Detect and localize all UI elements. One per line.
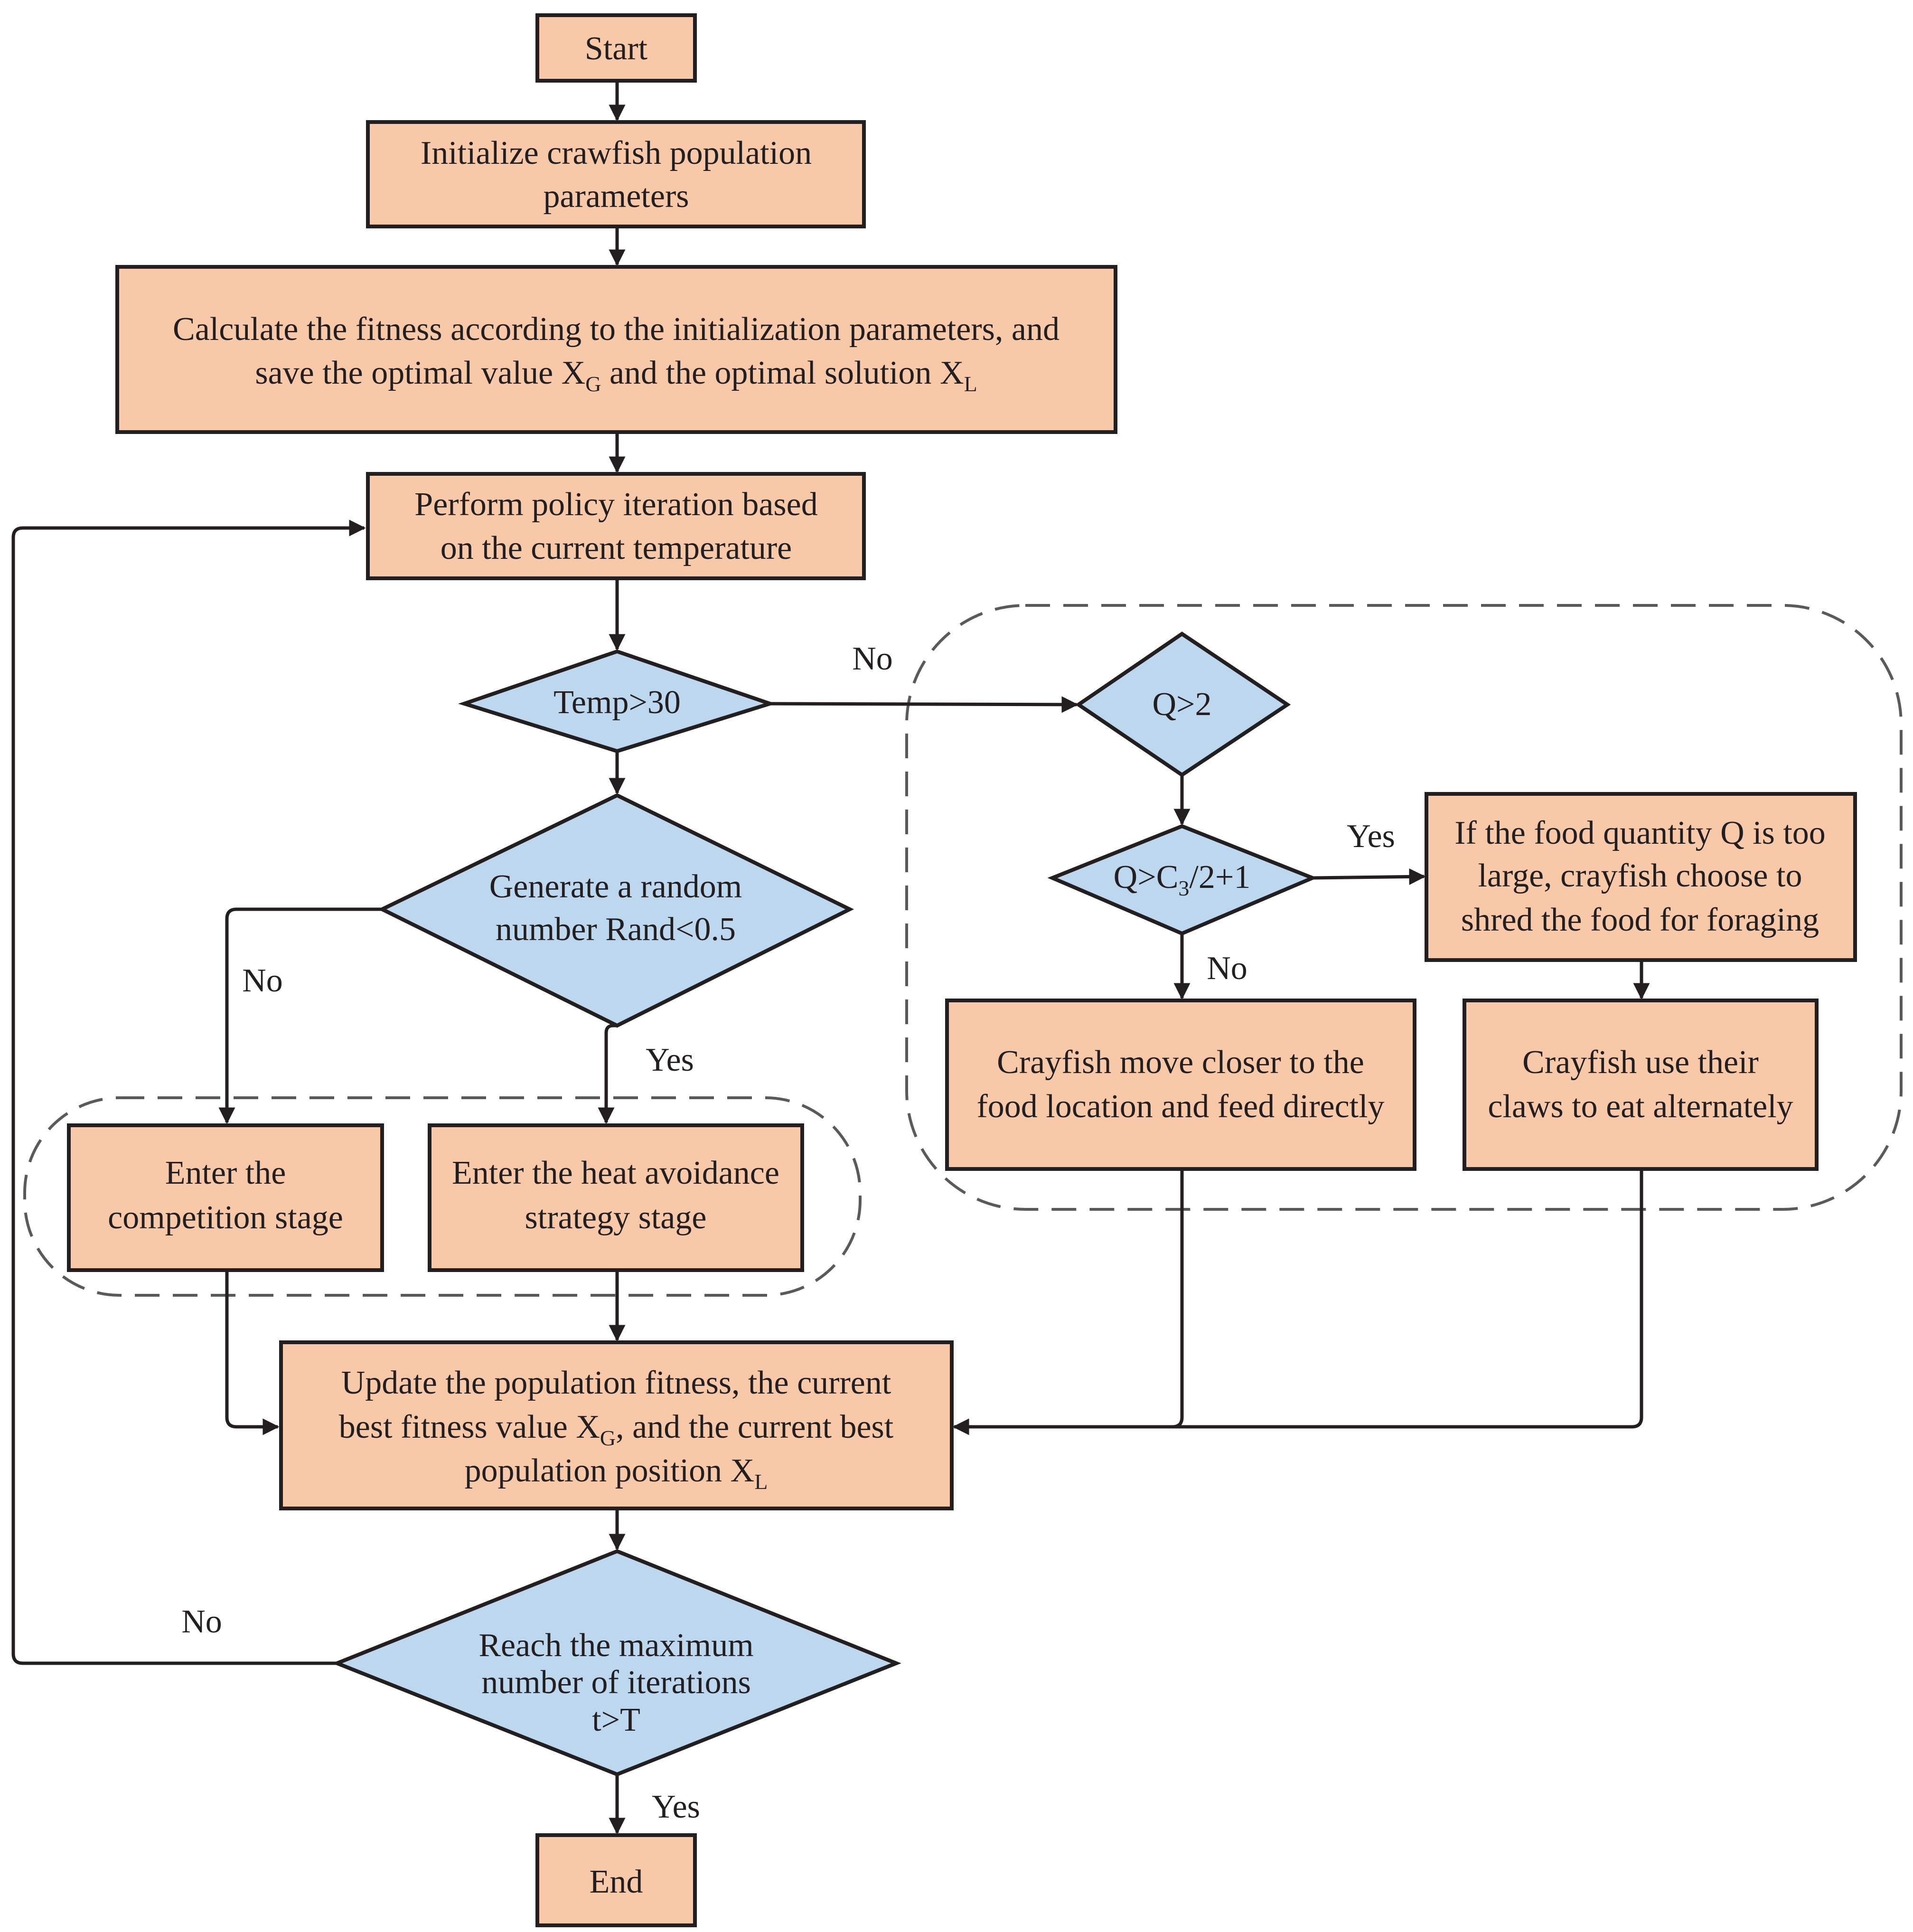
label-reach-no: No — [181, 1603, 222, 1640]
claws-node: Crayfish use their claws to eat alternat… — [1463, 999, 1819, 1171]
end-label: End — [590, 1864, 643, 1900]
stage-group — [23, 1096, 862, 1297]
update-line-2: best fitness value XG, and the current b… — [339, 1409, 894, 1450]
update-line-3: population position XL — [465, 1452, 768, 1494]
foraging-group — [905, 604, 1903, 1211]
edge-closer-update — [952, 1169, 1184, 1435]
policy-line-1: Perform policy iteration based — [414, 486, 817, 523]
q2-label: Q>2 — [1152, 686, 1211, 723]
competition-line-2: competition stage — [108, 1199, 343, 1236]
shred-line-3: shred the food for foraging — [1461, 902, 1819, 938]
competition-node: Enter the competition stage — [67, 1123, 384, 1272]
reach-decision: Reach the maximum number of iterations t… — [332, 1549, 901, 1777]
claws-line-1: Crayfish use their — [1522, 1044, 1759, 1081]
label-qc-yes: Yes — [1347, 818, 1395, 855]
heat-line-2: strategy stage — [525, 1199, 707, 1236]
rand-line-1: Generate a random — [489, 868, 742, 905]
edge-competition-update — [225, 1270, 280, 1435]
update-node: Update the population fitness, the curre… — [279, 1340, 954, 1510]
init-line-2: parameters — [543, 178, 689, 215]
init-node: Initialize crawfish population parameter… — [366, 120, 866, 228]
edge-rand-competition — [218, 907, 382, 1124]
closer-line-2: food location and feed directly — [976, 1088, 1384, 1125]
rand-line-2: number Rand<0.5 — [496, 911, 736, 948]
init-line-1: Initialize crawfish population — [421, 135, 812, 171]
label-reach-yes: Yes — [652, 1789, 700, 1825]
q2-decision: Q>2 — [1075, 631, 1291, 777]
edge-rand-heat — [598, 1024, 617, 1124]
reach-line-1: Reach the maximum — [478, 1627, 753, 1664]
label-qc-no: No — [1207, 950, 1247, 987]
claws-line-2: claws to eat alternately — [1488, 1088, 1793, 1125]
update-line-1: Update the population fitness, the curre… — [341, 1365, 891, 1401]
calc-line-1: Calculate the fitness according to the i… — [173, 311, 1060, 348]
label-rand-yes: Yes — [646, 1042, 694, 1078]
calc-line-2: save the optimal value XG and the optima… — [255, 355, 977, 396]
shred-line-2: large, crayfish choose to — [1478, 858, 1802, 894]
edge-qc-shred — [1312, 868, 1426, 885]
policy-node: Perform policy iteration based on the cu… — [366, 472, 866, 580]
shred-line-1: If the food quantity Q is too — [1454, 815, 1826, 851]
closer-node: Crayfish move closer to the food locatio… — [945, 999, 1416, 1171]
label-temp-no: No — [852, 641, 893, 677]
reach-line-2: number of iterations — [481, 1664, 751, 1701]
shred-node: If the food quantity Q is too large, cra… — [1425, 792, 1857, 962]
start-node: Start — [535, 13, 697, 83]
rand-decision: Generate a random number Rand<0.5 — [377, 793, 854, 1028]
edge-reach-policy-loop — [11, 519, 366, 1665]
reach-line-3: t>T — [592, 1702, 640, 1738]
closer-line-1: Crayfish move closer to the — [997, 1044, 1364, 1081]
competition-line-1: Enter the — [165, 1155, 286, 1191]
connectors — [11, 81, 1650, 1835]
policy-line-2: on the current temperature — [441, 530, 792, 566]
temp-decision: Temp>30 — [458, 649, 776, 754]
end-node: End — [535, 1833, 697, 1927]
calc-node: Calculate the fitness according to the i… — [115, 265, 1117, 434]
label-rand-no: No — [242, 962, 283, 999]
temp-label: Temp>30 — [553, 684, 681, 721]
edge-claws-update — [1172, 1169, 1643, 1429]
heat-node: Enter the heat avoidance strategy stage — [428, 1123, 804, 1272]
start-label: Start — [585, 30, 648, 67]
qc-decision: Q>C3/2+1 — [1047, 824, 1318, 936]
edge-temp-q2 — [769, 696, 1078, 713]
heat-line-1: Enter the heat avoidance — [452, 1155, 779, 1191]
qc-label: Q>C3/2+1 — [1114, 859, 1251, 900]
